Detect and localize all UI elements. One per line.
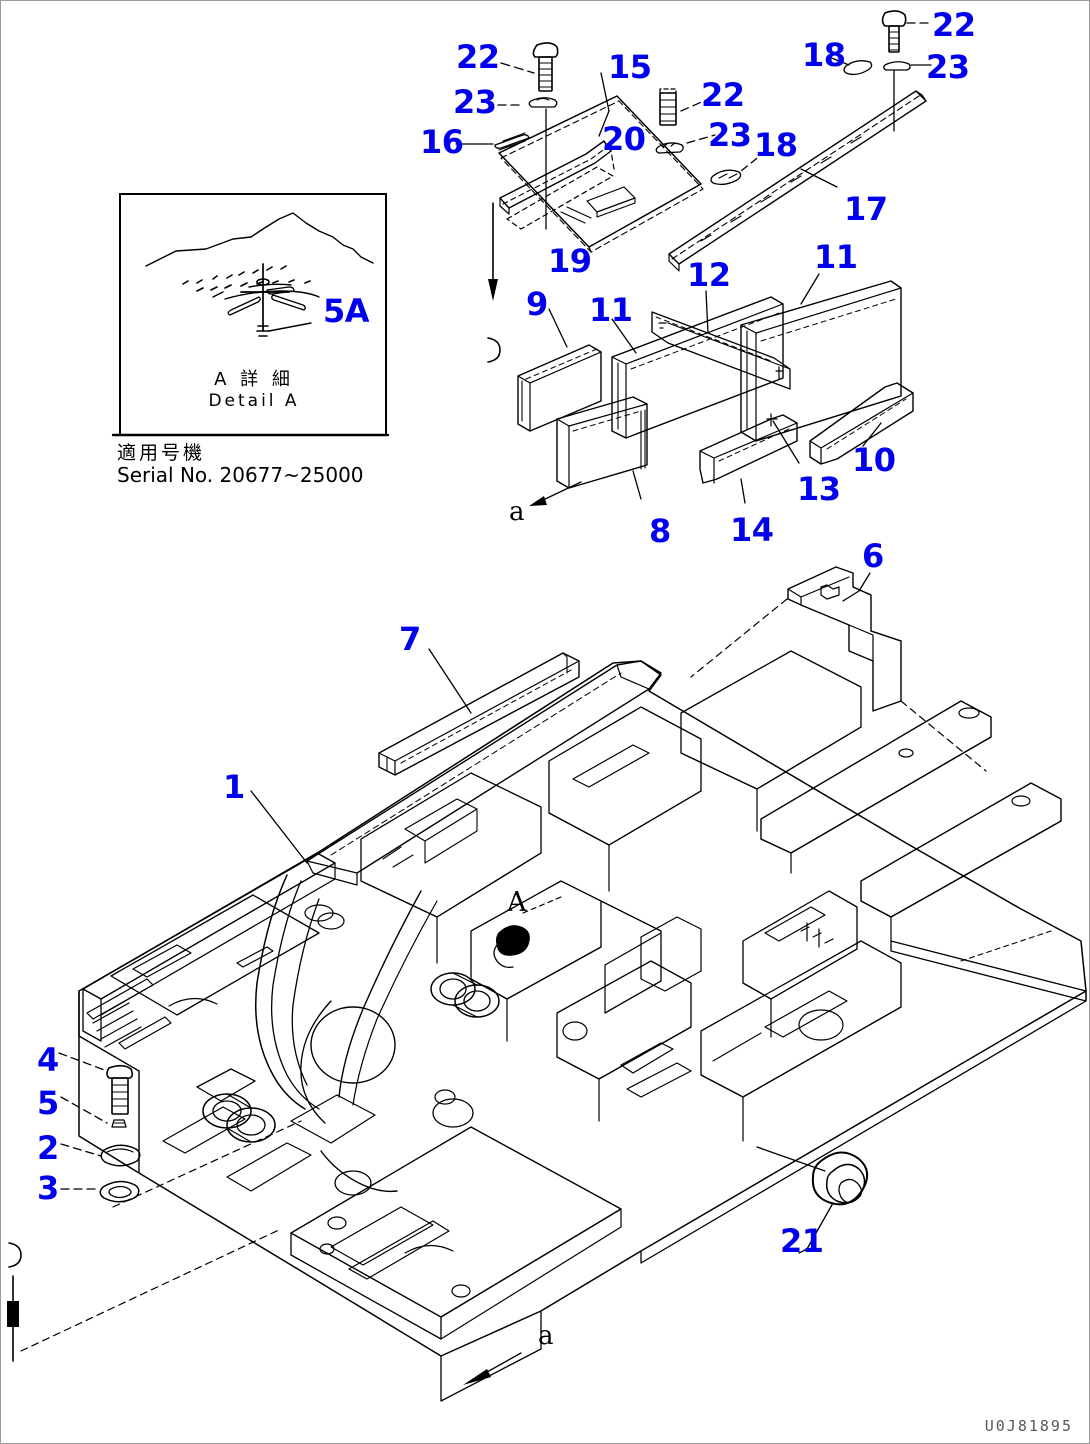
washer-23-left: [528, 97, 558, 108]
fastener-stack: [58, 1052, 141, 1203]
section-marker-a-bottom: a: [538, 1321, 554, 1351]
callout-7[interactable]: 7: [399, 620, 421, 658]
callout-23-top-left[interactable]: 23: [453, 83, 497, 121]
washer-23-right: [883, 61, 911, 71]
detail-a-box: [119, 193, 387, 436]
callout-3[interactable]: 3: [37, 1169, 59, 1207]
washer-5: [111, 1119, 127, 1128]
bolt-22-center: [659, 88, 677, 126]
washer-23-center: [655, 142, 684, 154]
callout-11-right[interactable]: 11: [814, 238, 858, 276]
callout-5[interactable]: 5: [37, 1084, 59, 1122]
callout-20[interactable]: 20: [602, 120, 646, 158]
section-arrow-a-top: [529, 481, 582, 506]
callout-1[interactable]: 1: [223, 768, 245, 806]
section-arrow-left: [7, 1242, 22, 1362]
section-arrow-a-bottom: [463, 1352, 522, 1385]
ring-3: [99, 1180, 140, 1203]
rail-20: [506, 166, 614, 230]
bolt-4: [106, 1064, 134, 1115]
callout-9[interactable]: 9: [526, 285, 548, 323]
plate-14: [699, 414, 798, 484]
seal-2: [100, 1144, 141, 1167]
detail-a-sketch: [145, 212, 374, 337]
callout-21[interactable]: 21: [780, 1222, 824, 1260]
callout-17[interactable]: 17: [844, 190, 888, 228]
callout-22-top-right[interactable]: 22: [932, 6, 976, 44]
top-exploded-assembly: [455, 10, 932, 272]
callout-23-center[interactable]: 23: [708, 116, 752, 154]
callout-11-left[interactable]: 11: [589, 291, 633, 329]
callout-4[interactable]: 4: [37, 1041, 59, 1079]
callout-22-top-left[interactable]: 22: [456, 38, 500, 76]
serial-note-en: Serial No. 20677~25000: [117, 463, 364, 487]
section-marker-A: A: [507, 887, 527, 918]
callout-23-top-right[interactable]: 23: [926, 48, 970, 86]
plate-8: [556, 396, 648, 489]
callout-10[interactable]: 10: [852, 441, 896, 479]
callout-16[interactable]: 16: [420, 123, 464, 161]
rail-17: [668, 90, 927, 272]
bolt-22-left: [532, 42, 559, 92]
serial-note-jp: 適用号機: [117, 442, 206, 464]
part-21-bushing: [811, 1151, 869, 1206]
part-18-clip-left: [843, 60, 873, 76]
callout-5A[interactable]: 5A: [323, 292, 370, 330]
callout-8[interactable]: 8: [649, 512, 671, 550]
assembly-direction-arrow-top: [487, 202, 501, 363]
cover-plates-group: [517, 273, 914, 504]
detail-a-title-en: Detail A: [208, 391, 300, 411]
callout-12[interactable]: 12: [687, 256, 731, 294]
detail-a-title-jp: A 詳 細: [214, 369, 294, 390]
plate-11-left: [611, 296, 784, 439]
callout-15[interactable]: 15: [608, 48, 652, 86]
rail-12: [651, 311, 791, 390]
mount-point-A: [493, 925, 530, 969]
callout-14[interactable]: 14: [730, 511, 774, 549]
callout-18-center[interactable]: 18: [754, 126, 798, 164]
main-revolving-frame: [78, 650, 1087, 1402]
callout-22-center[interactable]: 22: [701, 76, 745, 114]
rail-15: [499, 140, 612, 215]
part-6-bracket: [787, 566, 902, 712]
plate-10: [809, 382, 914, 465]
bolt-22-right: [881, 10, 907, 53]
callout-6[interactable]: 6: [862, 537, 884, 575]
section-marker-a-top: a: [509, 497, 525, 527]
part-7-rail: [378, 652, 580, 776]
drawing-code-watermark: U0J81895: [984, 1417, 1073, 1435]
callout-13[interactable]: 13: [797, 470, 841, 508]
plate-9: [517, 344, 602, 432]
part-16-bracket: [494, 132, 530, 151]
part-18-clip-center: [710, 169, 742, 186]
callout-2[interactable]: 2: [37, 1129, 59, 1167]
callout-19[interactable]: 19: [548, 242, 592, 280]
callout-18-right[interactable]: 18: [802, 36, 846, 74]
